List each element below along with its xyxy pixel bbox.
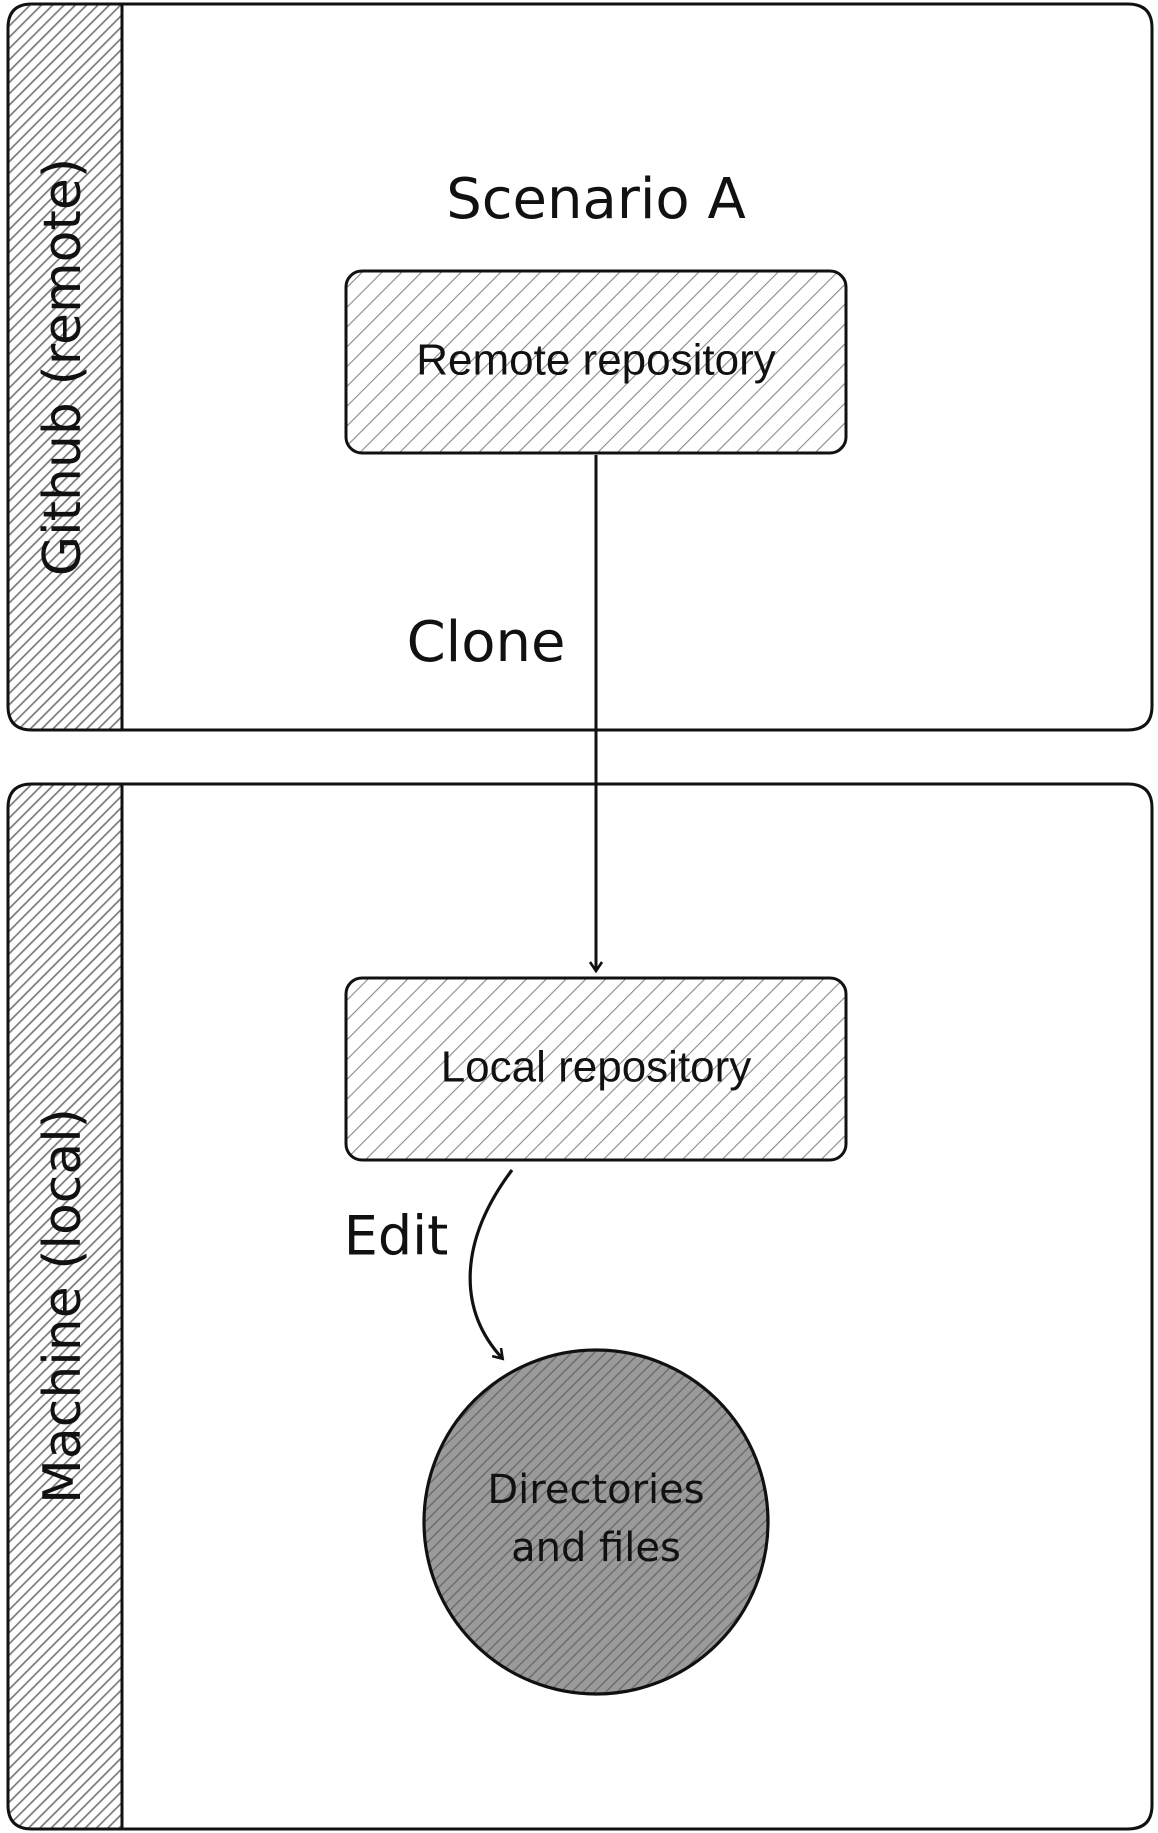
edge-edit <box>468 1169 514 1361</box>
node-directories-label-line1: Directories <box>487 1467 704 1513</box>
node-local-repository <box>344 976 848 1162</box>
diagram-title: Scenario A <box>446 167 746 232</box>
node-directories-and-files <box>422 1348 770 1696</box>
lane-label-local: Machine (local) <box>33 1108 93 1504</box>
lane-local <box>6 782 1154 1831</box>
node-directories-label-line2: and files <box>511 1525 681 1571</box>
node-remote-repository-label: Remote repository <box>416 336 775 385</box>
lane-label-remote: Github (remote) <box>33 158 93 576</box>
edge-clone-label: Clone <box>407 610 566 675</box>
edge-edit-label: Edit <box>344 1205 449 1268</box>
node-local-repository-label: Local repository <box>441 1043 752 1092</box>
node-remote-repository <box>344 269 848 455</box>
